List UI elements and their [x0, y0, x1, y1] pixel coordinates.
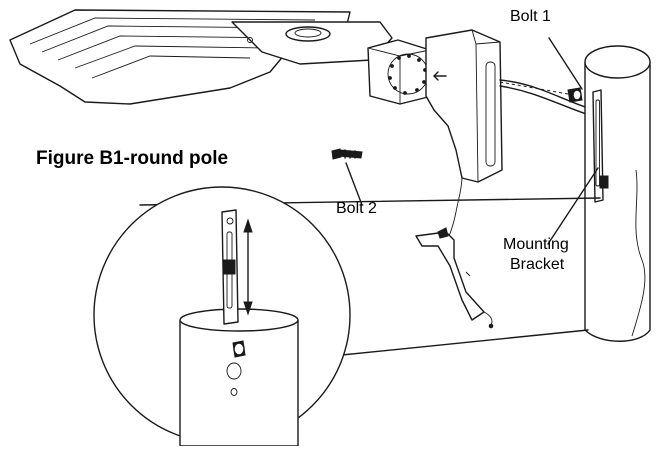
- figure-title: Figure B1-round pole: [36, 148, 229, 169]
- detail-inset: [93, 186, 351, 447]
- mounting-arm: [425, 29, 503, 183]
- mounting-bracket-label-line1: Mounting: [503, 236, 569, 253]
- bolt-2-label: Bolt 2: [336, 200, 377, 217]
- luminaire-head: [9, 9, 393, 105]
- angle-adjust-knuckle: [367, 39, 433, 105]
- mounting-bracket: [547, 89, 609, 245]
- bolt-1-label: Bolt 1: [510, 8, 551, 25]
- detail-leader-bottom: [331, 329, 589, 357]
- bolt-2: [331, 148, 363, 206]
- mounting-bracket-label-line2: Bracket: [510, 256, 565, 273]
- loose-bracket-wire: [415, 175, 494, 329]
